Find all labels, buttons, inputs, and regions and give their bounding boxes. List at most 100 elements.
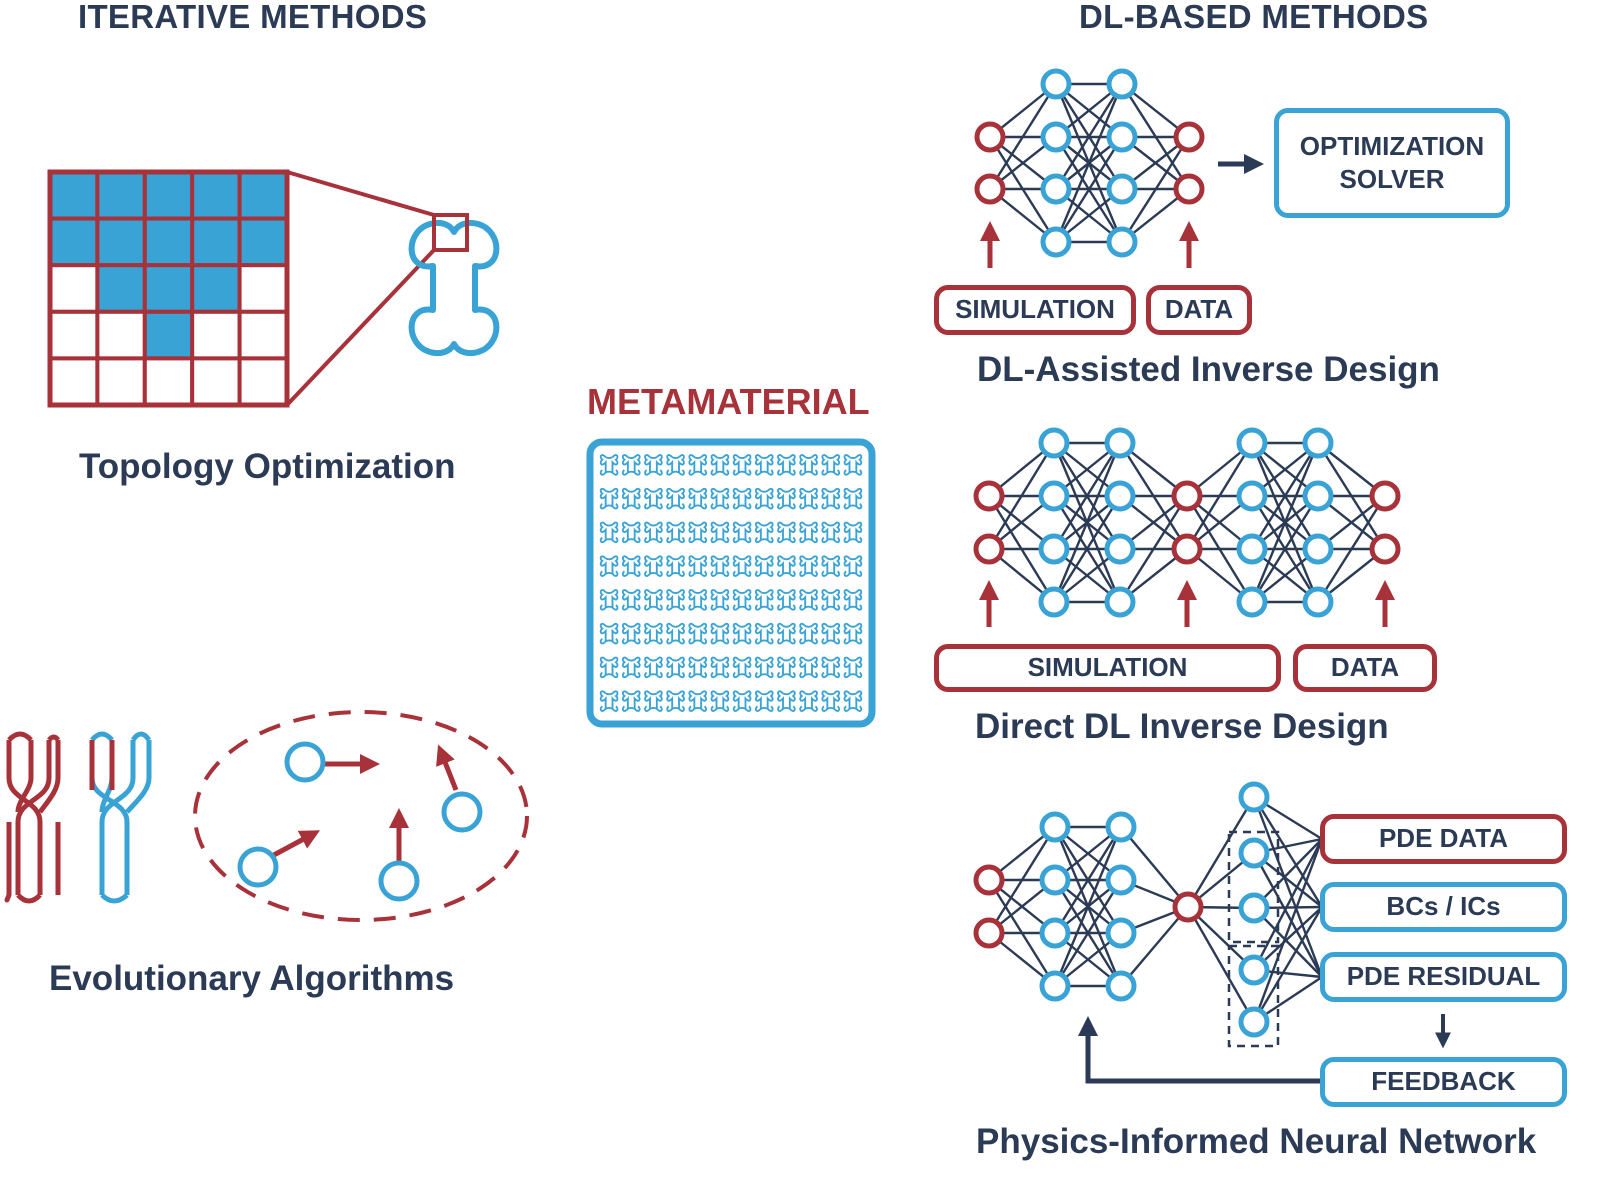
zoom-line-bottom	[285, 248, 436, 407]
dl-arrows	[979, 154, 1451, 1084]
topology-cell	[142, 216, 195, 268]
network-node	[1171, 480, 1203, 512]
network-node	[1105, 811, 1137, 843]
network-node	[1106, 173, 1138, 205]
network-node	[1302, 427, 1334, 459]
network-node	[1238, 781, 1270, 813]
network-node	[1106, 226, 1138, 258]
network-node	[1238, 837, 1270, 869]
chromosome-icon	[4, 731, 61, 904]
network-node	[974, 121, 1006, 153]
topology-grid-frame	[47, 169, 290, 408]
network-node	[1238, 1006, 1270, 1038]
data-box: DATA	[1293, 644, 1437, 692]
topology-optimization-caption: Topology Optimization	[79, 447, 456, 486]
direct-dl-caption: Direct DL Inverse Design	[975, 707, 1389, 746]
simulation-box-wide: SIMULATION	[934, 644, 1281, 692]
dashed-group	[1227, 944, 1280, 1048]
dl-based-methods-heading: DL-BASED METHODS	[1079, 0, 1429, 35]
topology-cell	[237, 309, 290, 361]
topology-cell	[237, 170, 290, 221]
network-node	[1040, 68, 1072, 100]
network-node	[1172, 891, 1204, 923]
network-node	[1038, 480, 1070, 512]
network-node	[1106, 68, 1138, 100]
iterative-methods-heading: ITERATIVE METHODS	[78, 0, 428, 35]
topology-cell	[237, 263, 290, 314]
topology-cell	[48, 263, 100, 314]
network-node	[1038, 533, 1070, 565]
feedback-box: FEEDBACK	[1320, 1057, 1567, 1107]
dashed-group	[1227, 830, 1280, 944]
network-node	[1104, 586, 1136, 618]
topology-cell	[48, 309, 100, 361]
topology-cell	[48, 356, 100, 407]
pinn-caption: Physics-Informed Neural Network	[976, 1122, 1537, 1161]
topology-cell	[237, 356, 290, 407]
topology-cell	[190, 263, 242, 314]
network-node	[1105, 970, 1137, 1002]
network-node	[1104, 533, 1136, 565]
population-boundary	[193, 710, 529, 922]
topology-cell	[95, 170, 147, 221]
topology-cell	[48, 170, 100, 221]
pde-residual-box: PDE RESIDUAL	[1320, 952, 1567, 1002]
evolutionary-algorithms-caption: Evolutionary Algorithms	[49, 959, 455, 998]
simulation-box: SIMULATION	[934, 285, 1136, 335]
network-node	[1040, 173, 1072, 205]
zoom-window	[432, 213, 469, 252]
topology-cell	[237, 216, 290, 268]
network-node	[1039, 811, 1071, 843]
topology-cell	[142, 309, 195, 361]
network-node	[1105, 917, 1137, 949]
topology-cell	[95, 263, 147, 314]
network-node	[1106, 121, 1138, 153]
network-node	[1236, 533, 1268, 565]
network-node	[1173, 173, 1205, 205]
topology-cell	[95, 309, 147, 361]
metamaterial-heading: METAMATERIAL	[587, 381, 870, 422]
topology-optimization-graphic	[47, 169, 500, 408]
network-node	[1039, 917, 1071, 949]
network-node	[1104, 480, 1136, 512]
network-node	[973, 864, 1005, 896]
population-individuals	[237, 741, 483, 902]
topology-cell	[142, 170, 195, 221]
network-node	[1104, 427, 1136, 459]
optimization-solver-box: OPTIMIZATION SOLVER	[1274, 108, 1510, 218]
topology-cell	[142, 356, 195, 407]
network-node	[973, 480, 1005, 512]
chromosome-icon	[89, 731, 152, 904]
network-node	[1302, 533, 1334, 565]
network-node	[1236, 480, 1268, 512]
data-box: DATA	[1146, 285, 1252, 335]
dl-assisted-caption: DL-Assisted Inverse Design	[977, 350, 1440, 389]
network-node	[1038, 586, 1070, 618]
network-node	[974, 173, 1006, 205]
network-nodes	[973, 68, 1401, 1038]
topology-cell	[190, 356, 242, 407]
network-node	[1369, 533, 1401, 565]
network-node	[973, 917, 1005, 949]
network-node	[1369, 480, 1401, 512]
topology-cell	[142, 263, 195, 314]
network-node	[1105, 864, 1137, 896]
feedback-loop-arrow	[1078, 1016, 1322, 1084]
network-node	[1039, 864, 1071, 896]
pde-data-box: PDE DATA	[1320, 814, 1567, 864]
bone-icon	[408, 219, 500, 357]
metamaterial-graphic	[586, 438, 876, 728]
network-node	[1302, 586, 1334, 618]
topology-cell	[190, 309, 242, 361]
network-node	[1040, 226, 1072, 258]
network-node	[1173, 121, 1205, 153]
topology-cell	[95, 356, 147, 407]
network-node	[973, 533, 1005, 565]
bcs-ics-box: BCs / ICs	[1320, 882, 1567, 932]
network-node	[1236, 427, 1268, 459]
zoom-line-top	[286, 170, 435, 217]
topology-cell	[190, 216, 242, 268]
topology-cell	[48, 216, 100, 268]
network-node	[1236, 586, 1268, 618]
